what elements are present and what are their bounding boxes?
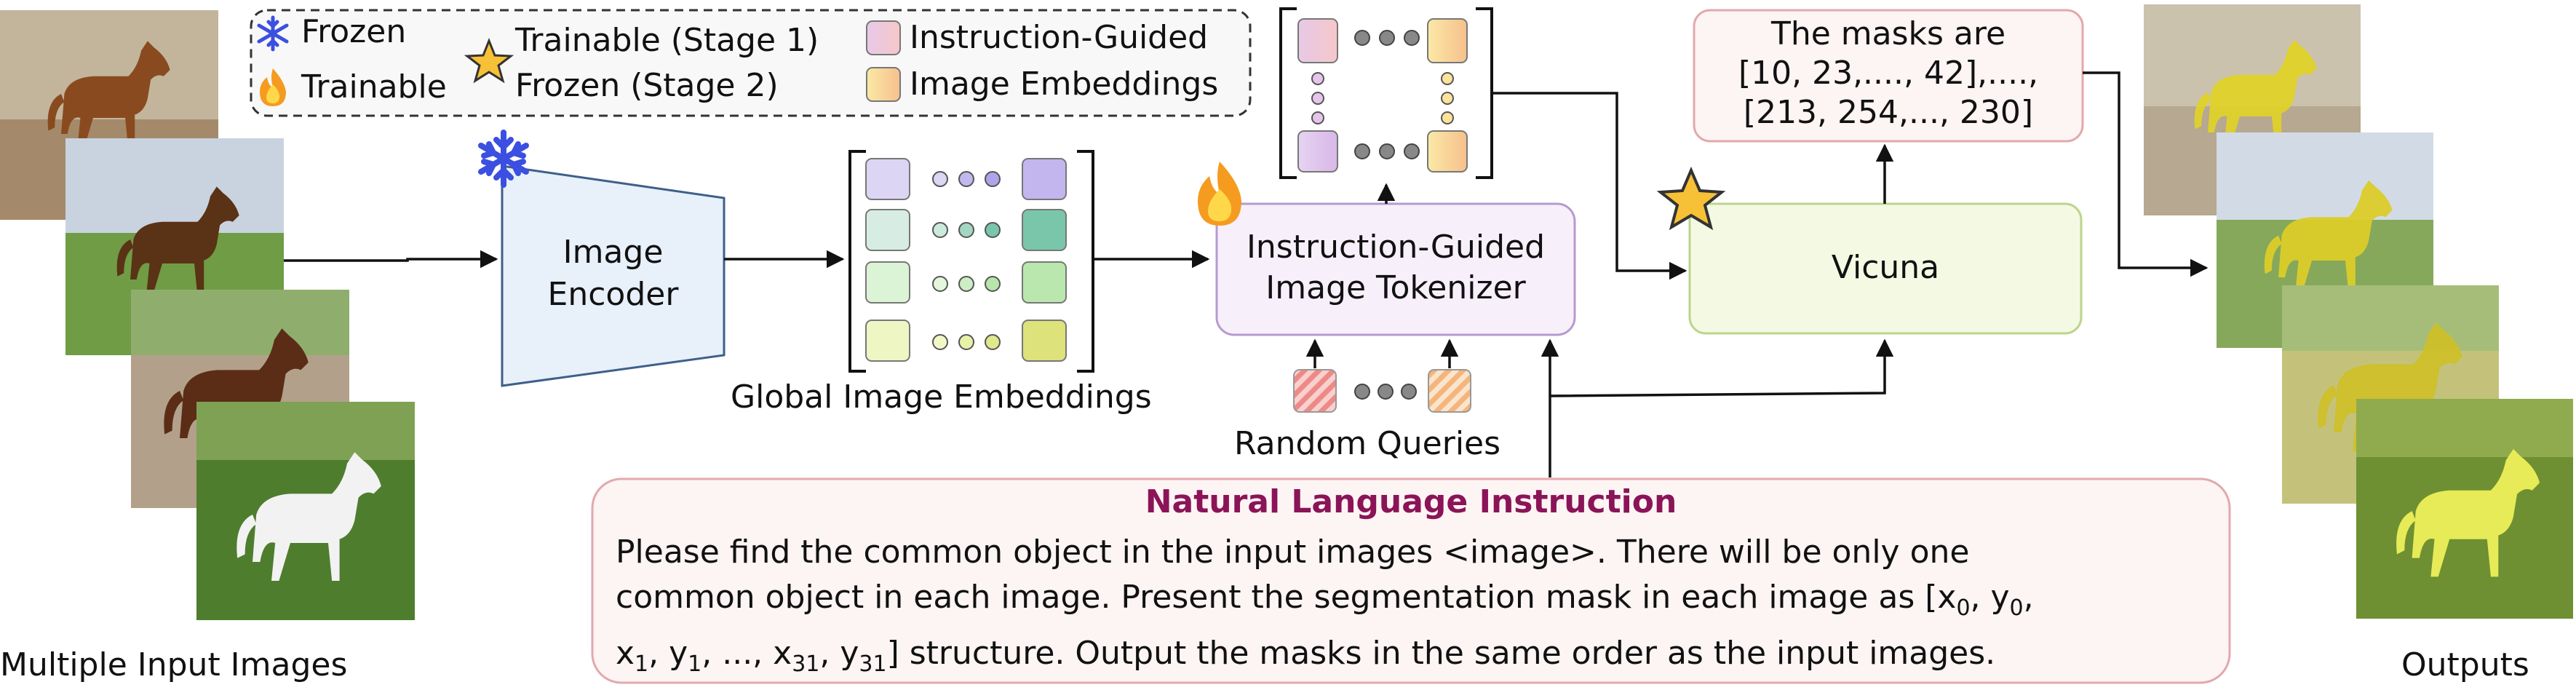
legend-image-embeddings-label: Image Embeddings — [910, 66, 1219, 103]
legend-frozen-label: Frozen — [301, 13, 407, 50]
instruction-title: Natural Language Instruction — [1145, 483, 1677, 520]
output-image-4 — [2356, 399, 2573, 619]
output-images-stack — [2144, 4, 2573, 619]
legend-instr-guided-label: Instruction-Guided — [910, 19, 1209, 56]
legend-stage1-label: Trainable (Stage 1) — [515, 22, 819, 59]
arrow-embeddings-to-vicuna — [1492, 92, 1687, 280]
legend-trainable-label: Trainable — [301, 68, 447, 106]
input-images-stack — [0, 10, 415, 620]
image-encoder-block — [501, 164, 726, 387]
arrow-masks-to-outputs — [2083, 71, 2209, 277]
instruction-box — [591, 477, 2231, 684]
output-image-1 — [2144, 4, 2361, 215]
flame-icon — [260, 68, 286, 106]
tokenizer-flame-icon — [1198, 162, 1241, 226]
tokenizer-label: Instruction-Guided Image Tokenizer — [1246, 229, 1546, 306]
snowflake-icon — [257, 15, 289, 52]
global-embeddings-matrix — [848, 150, 1094, 373]
masks-box — [1693, 9, 2084, 143]
star-icon — [464, 37, 514, 84]
tokenizer-block — [1215, 202, 1576, 336]
instruction-body: Please find the common object in the inp… — [616, 534, 2034, 677]
random-queries-label: Random Queries — [1234, 425, 1501, 462]
global-embeddings-label: Global Image Embeddings — [731, 378, 1152, 416]
input-images-label: Multiple Input Images — [0, 646, 348, 683]
img-embedding-swatch — [866, 67, 901, 102]
encoder-snowflake-icon — [478, 130, 529, 188]
legend-stage2-label: Frozen (Stage 2) — [515, 67, 779, 104]
input-image-4 — [196, 402, 415, 620]
random-queries-row — [1293, 369, 1471, 413]
instr-guided-swatch — [866, 20, 901, 55]
vicuna-star-icon — [1656, 166, 1726, 231]
outputs-label: Outputs — [2401, 646, 2529, 683]
legend-box — [250, 9, 1252, 117]
vicuna-label: Vicuna — [1831, 249, 1940, 286]
arrow-input-to-encoder — [284, 250, 498, 269]
arrow-instruction-to-vicuna — [1549, 338, 1894, 397]
instruction-guided-embeddings-matrix — [1279, 7, 1493, 179]
image-encoder-label: Image Encoder — [547, 234, 679, 313]
masks-output-text: The masks are [10, 23,...., 42],...., [2… — [1738, 15, 2039, 131]
